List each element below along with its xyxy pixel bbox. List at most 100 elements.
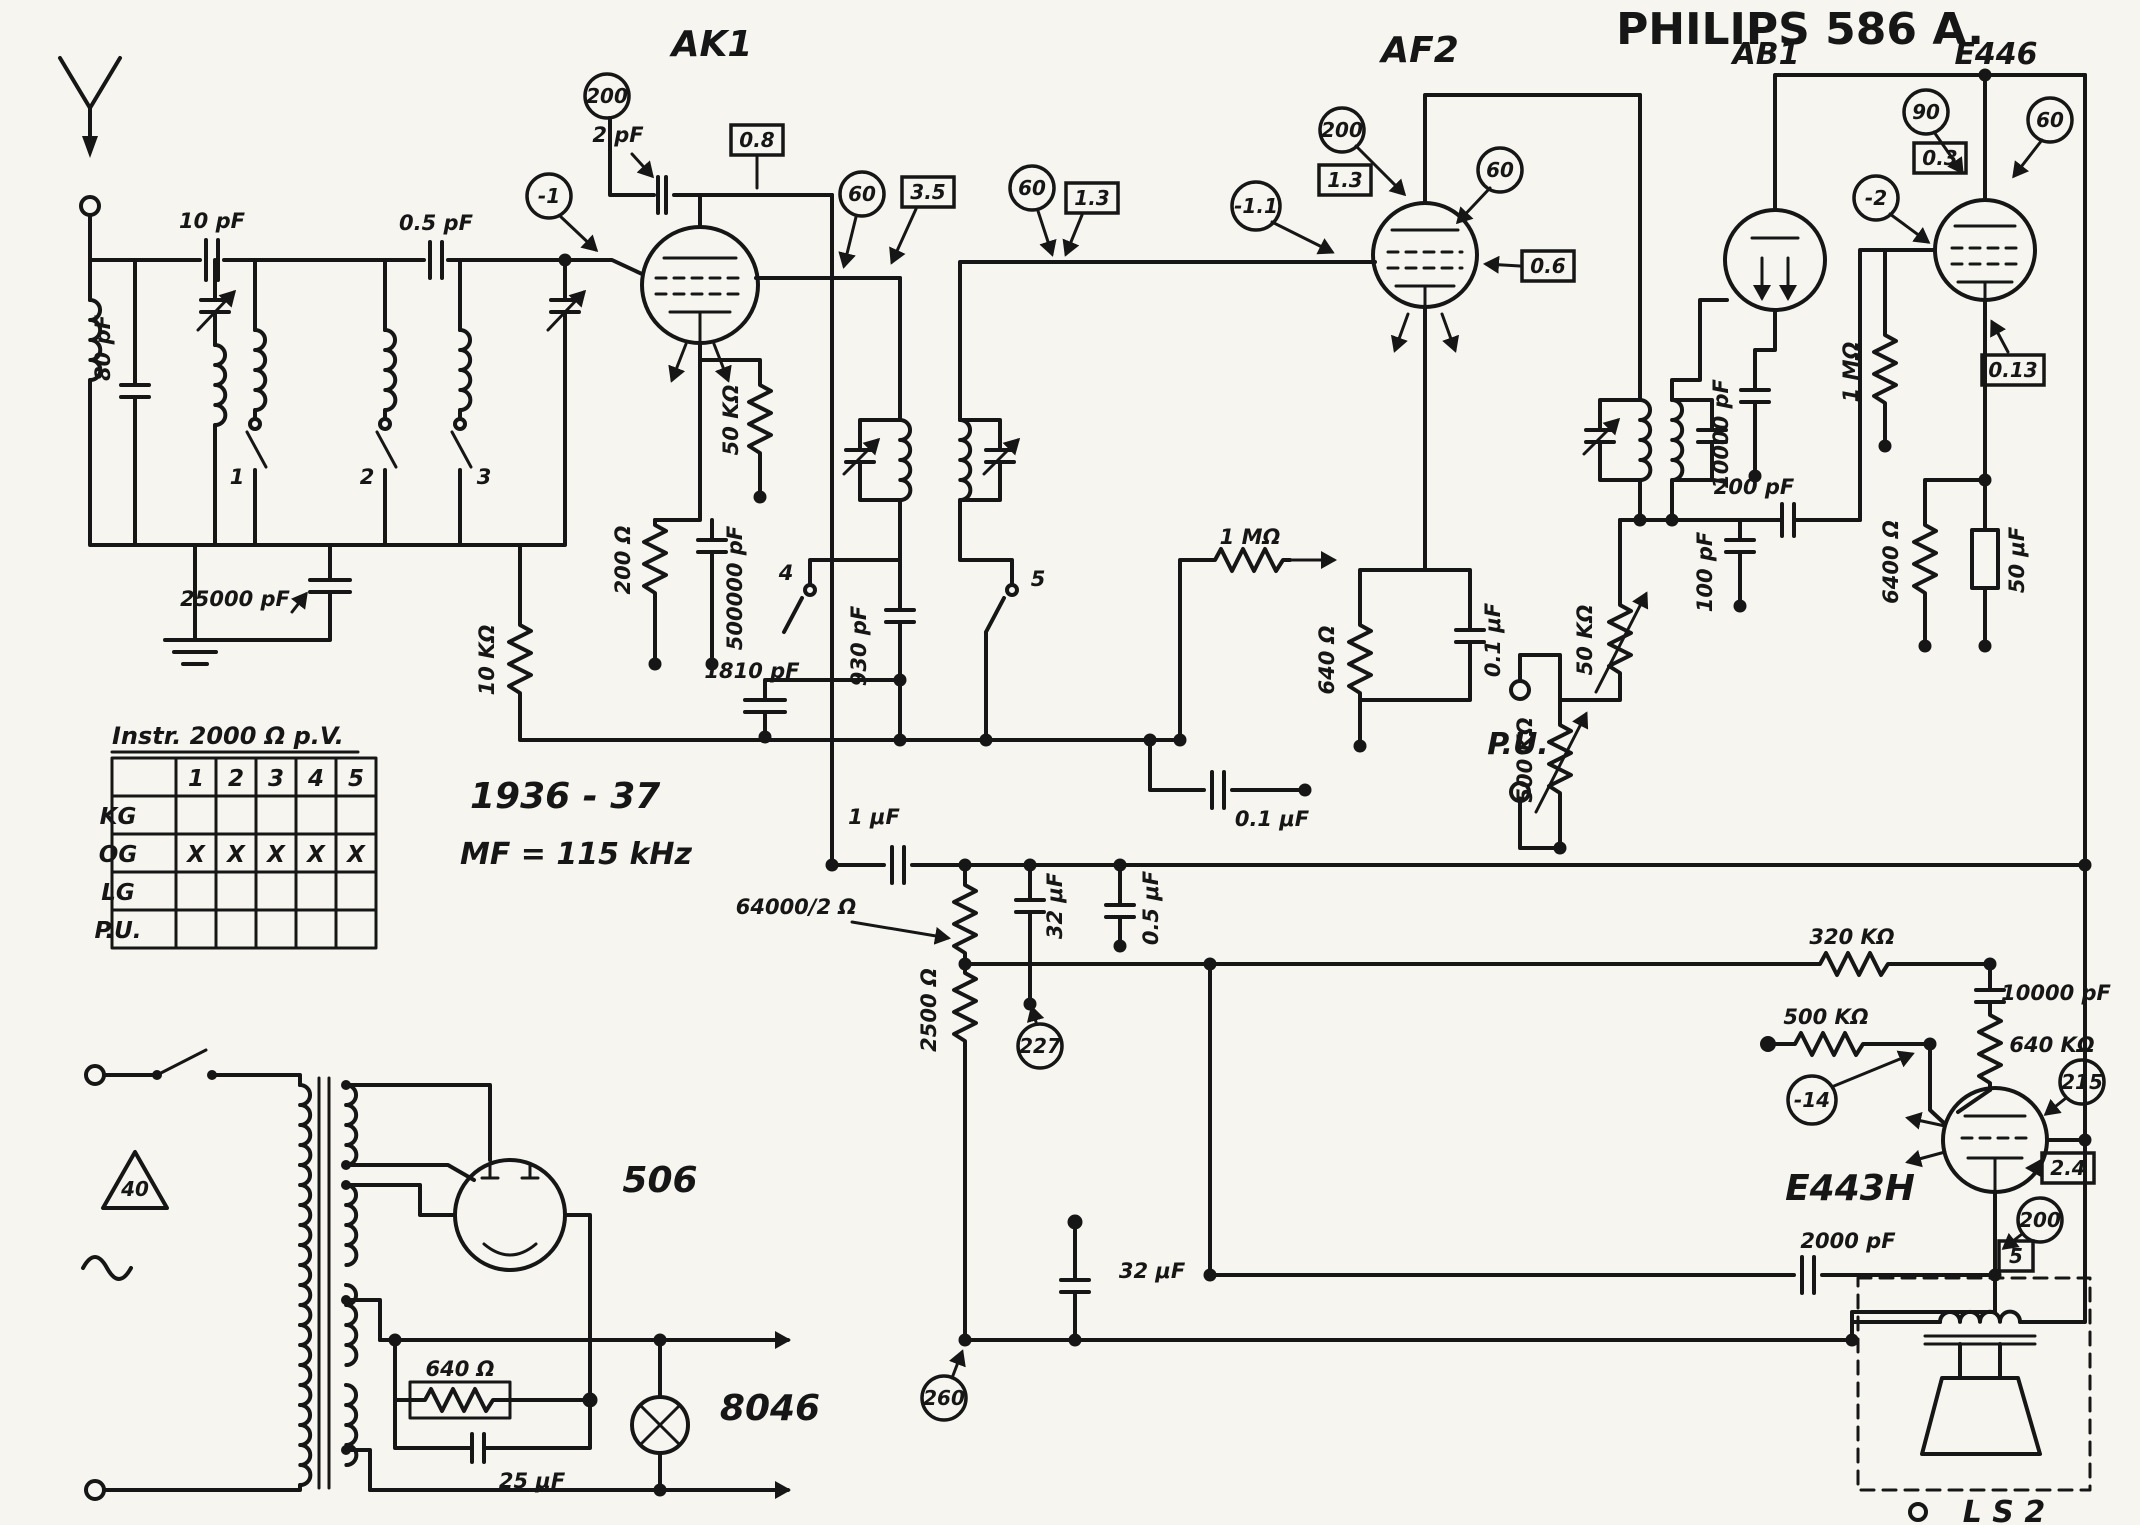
af2-wires bbox=[1358, 93, 1642, 742]
speaker-section: L S 2 bbox=[1850, 73, 2092, 1525]
junction-dot bbox=[388, 1333, 402, 1347]
speaker-terminal bbox=[1908, 1502, 1928, 1522]
coil-symbol bbox=[213, 342, 228, 427]
junction-dot bbox=[341, 1445, 351, 1455]
label-2000pf: 2000 pF bbox=[1800, 1229, 1896, 1253]
junction-dot bbox=[1023, 858, 1037, 872]
right-bus bbox=[1850, 73, 2087, 1342]
bias-resistor-box bbox=[408, 1380, 512, 1420]
label-320k: 320 KΩ bbox=[1809, 925, 1894, 949]
ac-sine-icon bbox=[81, 1255, 133, 1281]
label-1m-det: 1 MΩ bbox=[1220, 525, 1281, 549]
pointer-arrow bbox=[1036, 209, 1057, 257]
junction-dot bbox=[1113, 939, 1127, 953]
input-wires bbox=[88, 213, 644, 642]
cap-200pf-plates bbox=[1780, 502, 1796, 538]
avc-cap-wires bbox=[1148, 738, 1302, 792]
switch-contact-1 bbox=[248, 417, 262, 431]
label-10000pf-ab1: 10000 pF bbox=[1709, 378, 1733, 488]
junction-dot bbox=[1978, 639, 1992, 653]
cathode-wires bbox=[653, 276, 902, 662]
cap-32uf-if-plates bbox=[1014, 898, 1046, 914]
switch-contact-5 bbox=[1005, 583, 1019, 597]
label-2500: 2500 Ω bbox=[917, 968, 941, 1052]
antenna-input-section: 10 pF 0.5 pF 80 pF -1 bbox=[58, 56, 644, 666]
meas-af2-anode: 200 bbox=[1321, 118, 1363, 142]
label-instr: Instr. 2000 Ω p.V. bbox=[112, 722, 344, 750]
tube-grids bbox=[654, 276, 746, 296]
page-title: PHILIPS 586 A. bbox=[1616, 4, 1984, 55]
meas-circle-ak1-grid bbox=[583, 72, 631, 120]
output-transformer-core bbox=[1923, 1334, 2037, 1346]
pointer-arrow bbox=[1062, 213, 1084, 257]
meas-circle-det-point bbox=[1016, 1022, 1064, 1070]
resistor-symbol-6400 bbox=[1912, 518, 1938, 602]
secondary-leads bbox=[344, 1083, 492, 1492]
label-2pf: 2 pF bbox=[592, 123, 644, 147]
mains-terminal-bottom bbox=[84, 1479, 106, 1501]
rectifier-output bbox=[563, 1213, 592, 1402]
coil-symbol bbox=[344, 1082, 359, 1167]
meas-circle-e443-anode bbox=[2058, 1058, 2106, 1106]
junction-dot bbox=[1878, 439, 1892, 453]
cap-10pf-plates bbox=[204, 238, 220, 282]
junction-dot bbox=[1633, 513, 1647, 527]
pointer-arrow bbox=[1888, 212, 1931, 244]
table-row-lg: LG bbox=[101, 880, 135, 906]
junction-dot bbox=[1918, 639, 1932, 653]
label-100pf: 100 pF bbox=[1693, 531, 1717, 612]
tube-envelope-ab1 bbox=[1723, 208, 1827, 312]
junction-dot bbox=[1748, 469, 1762, 483]
resistor-symbol-64000 bbox=[952, 878, 978, 962]
cap-05pf-plates bbox=[428, 240, 444, 280]
cap-1uf-plates bbox=[890, 845, 906, 885]
box-e443-cath: 2.4 bbox=[2050, 1156, 2085, 1180]
antenna-terminal bbox=[79, 195, 101, 217]
label-tube-af2: AF2 bbox=[1378, 30, 1459, 71]
meas-e443-bias: -14 bbox=[1794, 1088, 1830, 1112]
junction-dot bbox=[653, 1483, 667, 1497]
trimmer-arrow bbox=[1582, 417, 1621, 456]
junction-dot bbox=[1978, 68, 1992, 82]
resistor-symbol-640k bbox=[1977, 1008, 2003, 1092]
heater-arrow bbox=[1390, 312, 1410, 353]
trimmer-plates bbox=[1584, 428, 1728, 444]
junction-dot bbox=[582, 1392, 598, 1408]
junction-dot bbox=[758, 730, 772, 744]
junction-dot bbox=[1298, 783, 1312, 797]
coil-symbol bbox=[458, 327, 473, 412]
meas-circle-e446-supply bbox=[2026, 96, 2074, 144]
junction-dot bbox=[958, 957, 972, 971]
label-switch-5: 5 bbox=[1031, 567, 1046, 591]
junction-dot bbox=[1733, 599, 1747, 613]
resistor-symbol-2500 bbox=[952, 966, 978, 1050]
switch-contact bbox=[207, 1070, 217, 1080]
resistor-symbol-640-bias bbox=[418, 1387, 502, 1413]
test-box-e443-i bbox=[1997, 1239, 2035, 1273]
test-box-e446-i bbox=[1912, 141, 1968, 175]
table-grid bbox=[110, 756, 378, 950]
junction-dot bbox=[1068, 1333, 1082, 1347]
cap-2000pf-plates bbox=[1800, 1255, 1816, 1295]
resistor-symbol-50k bbox=[747, 378, 773, 462]
label-6400: 6400 Ω bbox=[1879, 520, 1903, 604]
label-500000pf: 500000 pF bbox=[723, 525, 747, 650]
cap-25000pf-plates bbox=[308, 578, 352, 594]
trimmer-arrow bbox=[842, 437, 881, 476]
label-05pf: 0.5 pF bbox=[399, 211, 474, 235]
pointer-arrow bbox=[1483, 255, 1522, 274]
junction-dot bbox=[341, 1180, 351, 1190]
e446-stage-section: -2 90 0.3 60 0.13 6400 Ω 50 μF bbox=[1852, 68, 2074, 653]
label-10k: 10 KΩ bbox=[475, 625, 499, 696]
resistor-symbol-320k bbox=[1813, 951, 1897, 977]
switch-contact-2 bbox=[378, 417, 392, 431]
label-05uf: 0.5 μF bbox=[1139, 870, 1163, 945]
pointer-arrow bbox=[290, 591, 308, 614]
table-row-pu: P.U. bbox=[94, 918, 141, 944]
resistor-symbol-10k bbox=[507, 618, 533, 702]
power-section: 40 506 8046 640 Ω bbox=[81, 1048, 968, 1501]
table-mark: X bbox=[305, 842, 326, 868]
label-32uf-out: 32 μF bbox=[1119, 1259, 1186, 1283]
junction-dot bbox=[1353, 739, 1367, 753]
box-ak1-i1: 3.5 bbox=[910, 180, 945, 204]
